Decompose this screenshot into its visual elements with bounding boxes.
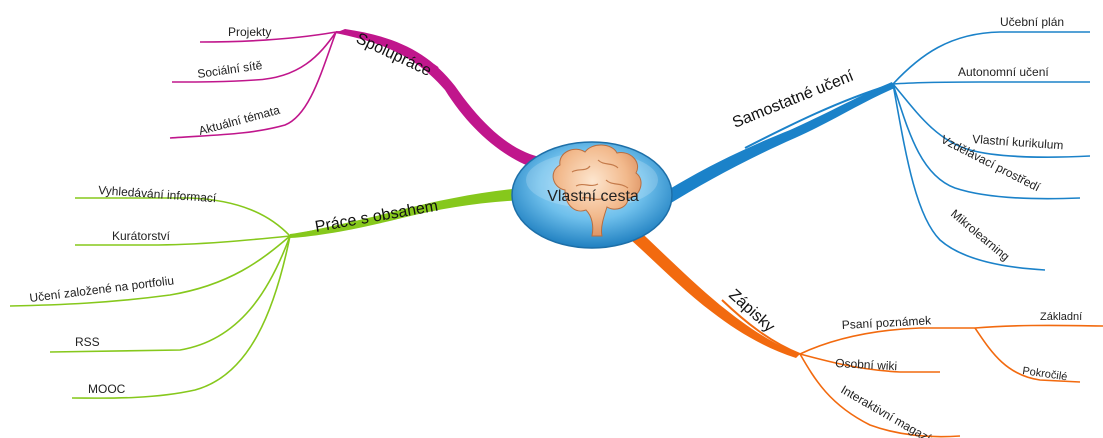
leaf-label: Základní [1040, 311, 1082, 323]
leaf-label: Autonomní učení [958, 65, 1049, 79]
branch-samostatne: Samostatné učení Učební plán Autonomní u… [660, 15, 1091, 271]
leaf-connector [799, 353, 961, 438]
leaf-connector [892, 81, 1090, 85]
leaf-label: Projekty [228, 25, 271, 39]
leaf-connector [974, 324, 1103, 329]
leaf-label: Mikrolearning [948, 207, 1012, 264]
brain-icon [552, 144, 642, 237]
branch-zapisky: Zápisky Psaní poznámek Osobní wiki Inter… [622, 222, 1103, 438]
leaf-connector [75, 235, 291, 246]
branch-connector-prace [290, 188, 524, 238]
branch-underline-zapisky [721, 299, 801, 355]
center-label: Vlastní cesta [547, 188, 639, 205]
branch-prace: Práce s obsahem Vyhledávání informací Ku… [9, 183, 524, 399]
leaf-label: Osobní wiki [835, 356, 898, 373]
leaf-connector [974, 327, 1081, 383]
branch-spoluprace: Spolupráce Projekty Sociální sítě Aktuál… [169, 25, 544, 170]
branch-underline-prace [289, 199, 456, 237]
branch-connector-samostatne [660, 82, 895, 206]
leaf-label: MOOC [88, 382, 126, 396]
leaf-label: Vyhledávání informací [98, 183, 218, 205]
leaf-connector [75, 197, 291, 237]
leaf-label: Vlastní kurikulum [972, 132, 1064, 152]
branch-label-prace-text: Práce s obsahem [314, 198, 440, 236]
leaf-label: Interaktivní magazín [839, 382, 940, 438]
leaf-connector [892, 83, 1046, 271]
leaf-connector [169, 31, 337, 139]
center-node: Vlastní cesta [511, 141, 673, 249]
leaf-label: Psaní poznámek [841, 313, 932, 332]
branch-connector-zapisky [622, 222, 800, 358]
leaf-connector [171, 31, 337, 83]
leaf-label: Kurátorství [112, 229, 171, 243]
leaf-connector [799, 353, 940, 373]
branch-label-samostatne: Samostatné učení [730, 67, 856, 131]
leaf-connector [71, 235, 291, 399]
leaf-connector [892, 83, 1091, 158]
leaf-label: RSS [75, 335, 100, 349]
leaf-connector [49, 235, 291, 353]
branch-connector-spoluprace [335, 29, 544, 170]
leaf-label: Učení založené na portfoliu [29, 273, 175, 305]
leaf-connector [199, 31, 337, 43]
leaf-label: Sociální sítě [196, 58, 263, 81]
leaf-connector [9, 235, 291, 307]
branch-underline-spoluprace [335, 31, 439, 69]
branch-underline-samostatne [744, 83, 894, 149]
leaf-connector [892, 31, 1090, 85]
leaf-label: Učební plán [1000, 15, 1064, 29]
leaf-connector [892, 83, 1081, 200]
leaf-connector [799, 327, 975, 355]
